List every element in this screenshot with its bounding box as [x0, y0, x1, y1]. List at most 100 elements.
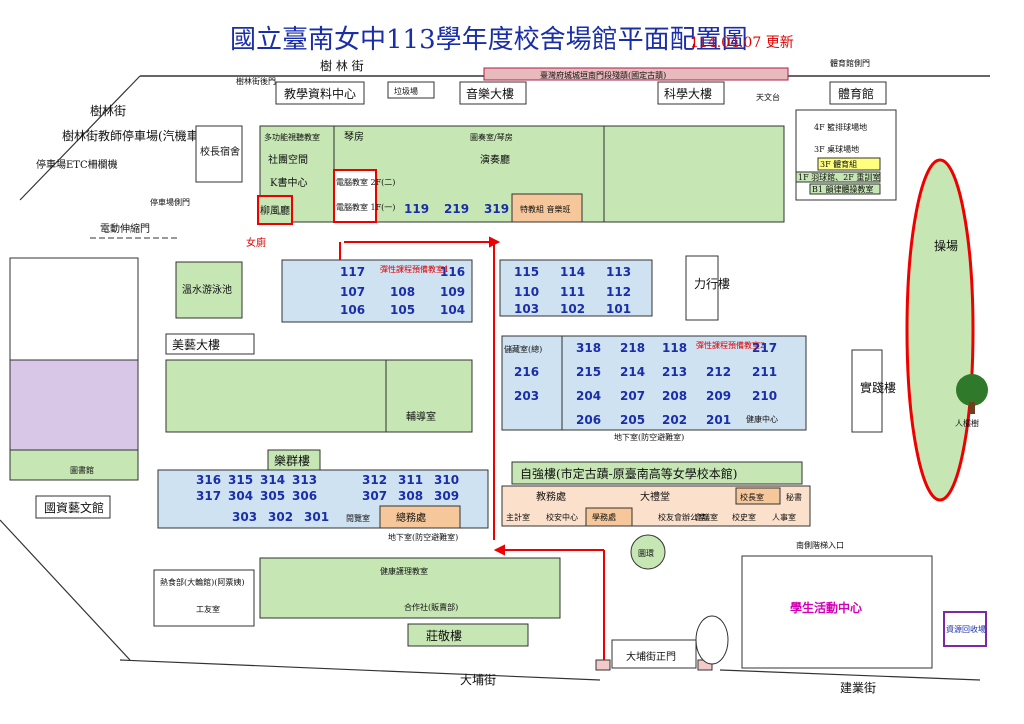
- roundabout: [630, 534, 666, 570]
- room-313: 313: [292, 473, 317, 487]
- teaching-center-label: 教學資料中心: [284, 86, 356, 101]
- main-gate-label: 大埔街正門: [626, 650, 676, 663]
- storage-label: 儲藏室(總): [504, 344, 542, 354]
- room-107: 107: [340, 285, 365, 299]
- room-314: 314: [260, 473, 285, 487]
- lixing-label: 力行樓: [694, 276, 730, 291]
- recycling-station: [943, 611, 987, 647]
- principal-house-label: 校長宿舍: [200, 145, 240, 158]
- room-206: 206: [576, 413, 601, 427]
- pool-block: [175, 261, 243, 319]
- room-113: 113: [606, 265, 631, 279]
- rencao-tree-icon: [956, 374, 988, 406]
- gym-tag: [829, 81, 887, 105]
- secretary: 秘書: [786, 492, 802, 502]
- gym-3f: 3F 桌球場地: [814, 144, 859, 154]
- room-311: 311: [398, 473, 423, 487]
- room-309: 309: [434, 489, 459, 503]
- update-date: 114.04.07 更新: [690, 35, 794, 51]
- room-106: 106: [340, 303, 365, 317]
- shetuan-room: 社團空間: [268, 153, 308, 166]
- room-203: 203: [514, 389, 539, 403]
- room-110: 110: [514, 285, 539, 299]
- arts-tag: [165, 333, 255, 355]
- general-affairs: [379, 505, 461, 529]
- street-shulin-left: 樹林街: [90, 104, 126, 118]
- yanzou: 演奏廳: [480, 153, 510, 166]
- ziqiang-tag: [511, 461, 803, 485]
- room-218: 218: [620, 341, 645, 355]
- street-dapu: 大埔街: [460, 673, 496, 687]
- practice-rooms: [561, 335, 807, 431]
- room-119: 119: [404, 202, 429, 216]
- basement-practice: 地下室(防空避難室): [614, 432, 684, 442]
- room-211: 211: [752, 365, 777, 379]
- room-111: 111: [560, 285, 585, 299]
- garbage-label: 垃圾場: [394, 86, 418, 96]
- lixing-rooms: [499, 259, 653, 317]
- street-shulin-top: 樹 林 街: [320, 59, 364, 73]
- science-building-block: [603, 125, 785, 223]
- principal-house: [195, 125, 243, 183]
- pool-label: 溫水游泳池: [182, 283, 232, 296]
- room-208: 208: [662, 389, 687, 403]
- street-jianye: 建業街: [840, 681, 876, 695]
- main-gate[interactable]: [611, 639, 697, 669]
- electric-gate: 電動伸縮門: [100, 222, 150, 235]
- room-214: 214: [620, 365, 645, 379]
- health-center: 健康中心: [746, 414, 778, 424]
- counsel-block: [385, 359, 473, 433]
- room-109: 109: [440, 285, 465, 299]
- room-205: 205: [620, 413, 645, 427]
- guozi-label: 國資藝文館: [44, 500, 104, 515]
- lixing-tag: [685, 255, 719, 321]
- room-116: 116: [440, 265, 465, 279]
- map-title: 國立臺南女中113學年度校舍場館平面配置圖: [230, 25, 748, 55]
- elec1: 電腦教室 1F(一): [336, 202, 395, 212]
- room-114: 114: [560, 265, 585, 279]
- zhuangjing-block: [259, 557, 561, 619]
- room-312: 312: [362, 473, 387, 487]
- qinfang: 琴房: [344, 130, 364, 143]
- room-210: 210: [752, 389, 777, 403]
- accounting: 主計室: [506, 512, 530, 522]
- basement-leqing: 地下室(防空避難室): [388, 532, 458, 542]
- reading-room: 閱覽室: [346, 513, 370, 523]
- kshu-room: K書中心: [270, 176, 307, 189]
- special-edu-label: 特教組 音樂班: [520, 204, 571, 214]
- room-118: 118: [662, 341, 687, 355]
- personnel-office: 人事室: [772, 512, 796, 522]
- health-classroom: 健康護理教室: [380, 566, 428, 576]
- sport-group: [817, 157, 881, 171]
- room-307: 307: [362, 489, 387, 503]
- yinlin: 圖奏室/琴房: [470, 132, 513, 142]
- toilet-female: 女廁: [246, 236, 266, 249]
- room-108: 108: [390, 285, 415, 299]
- evacuation-arrows: [339, 236, 605, 660]
- science-building-tag: [657, 81, 725, 105]
- cafeteria-block: [153, 569, 255, 627]
- room-213: 213: [662, 365, 687, 379]
- room-306: 306: [292, 489, 317, 503]
- parking-etc: 停車場ETC柵欄機: [36, 158, 118, 171]
- multi-room: 多功能視聽教室: [264, 132, 320, 142]
- room-217: 217: [752, 341, 777, 355]
- elastic-room-1: 彈性課程預備教室1: [380, 264, 449, 274]
- room-102: 102: [560, 302, 585, 316]
- special-edu: [511, 193, 583, 223]
- janitor-room: 工友室: [196, 604, 220, 614]
- left-building-upper: [9, 257, 139, 379]
- badminton: [795, 171, 881, 183]
- room-318: 318: [576, 341, 601, 355]
- gym-label: 體育館: [838, 86, 874, 101]
- back-gate: 樹林街後門: [236, 76, 276, 86]
- gym-2f: 3F 體育組: [820, 159, 857, 169]
- student-affairs: 學務處: [592, 512, 616, 522]
- recycling-label: 資源回收場: [946, 624, 986, 634]
- room-117: 117: [340, 265, 365, 279]
- room-310: 310: [434, 473, 459, 487]
- teacher-parking: 樹林街教師停車場(汽機車): [62, 128, 203, 143]
- practice-tag: [851, 349, 883, 433]
- room-216: 216: [514, 365, 539, 379]
